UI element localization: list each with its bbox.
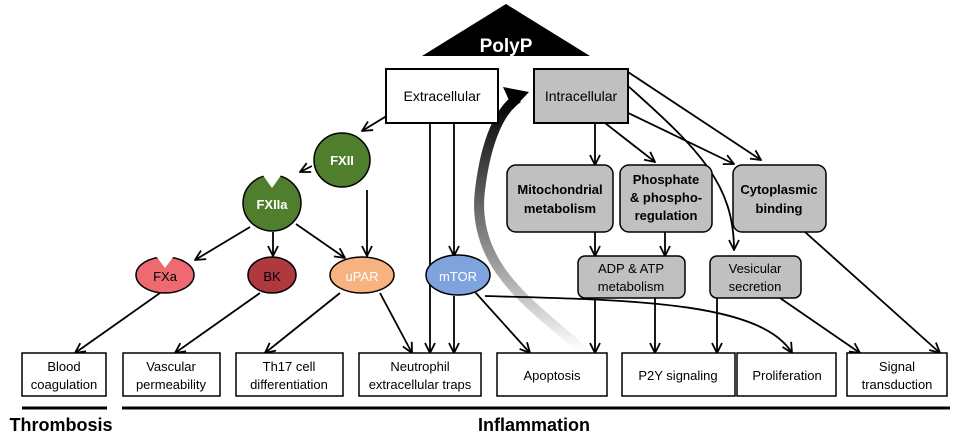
extracellular-box: Extracellular	[385, 68, 499, 124]
inflammation-label: Inflammation	[478, 415, 590, 435]
th17-line-1: Th17 cell	[263, 359, 316, 374]
feedback-curve-arrow	[474, 93, 586, 354]
phosphate-box: Phosphate & phospho- regulation	[619, 164, 713, 233]
connectors	[75, 71, 940, 353]
fxii-label: FXII	[330, 153, 354, 168]
vascular-line-1: Vascular	[146, 359, 196, 374]
adp-box: ADP & ATP metabolism	[577, 255, 686, 299]
apoptosis-label: Apoptosis	[523, 368, 581, 383]
neutrophil-line-1: Neutrophil	[390, 359, 449, 374]
outcome-signal-transduction: Signal transduction	[846, 352, 948, 397]
vesicular-line-2: secretion	[729, 279, 782, 294]
th17-line-2: differentiation	[250, 377, 328, 392]
fxa-notch	[156, 256, 174, 268]
fxiia-notch	[262, 174, 282, 188]
cyto-line-2: binding	[756, 201, 803, 216]
mito-box: Mitochondrial metabolism	[506, 164, 614, 233]
phosphate-line-1: Phosphate	[633, 172, 699, 187]
fxii-node: FXII	[313, 132, 371, 188]
mito-line-2: metabolism	[524, 201, 596, 216]
cytoplasmic-box: Cytoplasmic binding	[732, 164, 827, 233]
bk-label: BK	[263, 269, 281, 284]
polyp-triangle	[422, 4, 590, 56]
extracellular-label: Extracellular	[403, 88, 480, 104]
vesicular-line-1: Vesicular	[729, 261, 782, 276]
outcome-apoptosis: Apoptosis	[496, 352, 608, 397]
blood-line-2: coagulation	[31, 377, 98, 392]
bk-node: BK	[247, 256, 297, 294]
fxiia-node: FXIIa	[242, 174, 302, 232]
fxiia-label: FXIIa	[256, 197, 288, 212]
outcome-vascular-permeability: Vascular permeability	[122, 352, 221, 397]
phosphate-line-3: regulation	[635, 208, 698, 223]
fxa-node: FXa	[135, 256, 195, 294]
feedback-arrow-head	[503, 87, 529, 109]
mito-line-1: Mitochondrial	[517, 182, 602, 197]
outcome-th17: Th17 cell differentiation	[235, 352, 344, 397]
polyp-title: PolyP	[480, 36, 533, 57]
outcome-blood-coagulation: Blood coagulation	[21, 352, 107, 397]
intracellular-box: Intracellular	[533, 68, 629, 124]
upar-node: uPAR	[329, 256, 395, 294]
signal-line-1: Signal	[879, 359, 915, 374]
vascular-line-2: permeability	[136, 377, 207, 392]
proliferation-label: Proliferation	[752, 368, 821, 383]
phosphate-line-2: & phospho-	[630, 190, 702, 205]
thrombosis-label: Thrombosis	[9, 415, 112, 435]
vesicular-box: Vesicular secretion	[709, 255, 802, 299]
outcome-p2y: P2Y signaling	[621, 352, 736, 397]
cyto-line-1: Cytoplasmic	[740, 182, 817, 197]
mtor-node: mTOR	[425, 254, 491, 296]
mtor-label: mTOR	[439, 269, 477, 284]
upar-label: uPAR	[346, 269, 379, 284]
intracellular-label: Intracellular	[545, 88, 618, 104]
neutrophil-line-2: extracellular traps	[369, 377, 472, 392]
signal-line-2: transduction	[862, 377, 933, 392]
outcome-proliferation: Proliferation	[736, 352, 837, 397]
blood-line-1: Blood	[47, 359, 80, 374]
fxa-label: FXa	[153, 269, 178, 284]
adp-line-1: ADP & ATP	[598, 261, 664, 276]
adp-line-2: metabolism	[598, 279, 664, 294]
outcome-neutrophil: Neutrophil extracellular traps	[358, 352, 482, 397]
p2y-label: P2Y signaling	[638, 368, 717, 383]
